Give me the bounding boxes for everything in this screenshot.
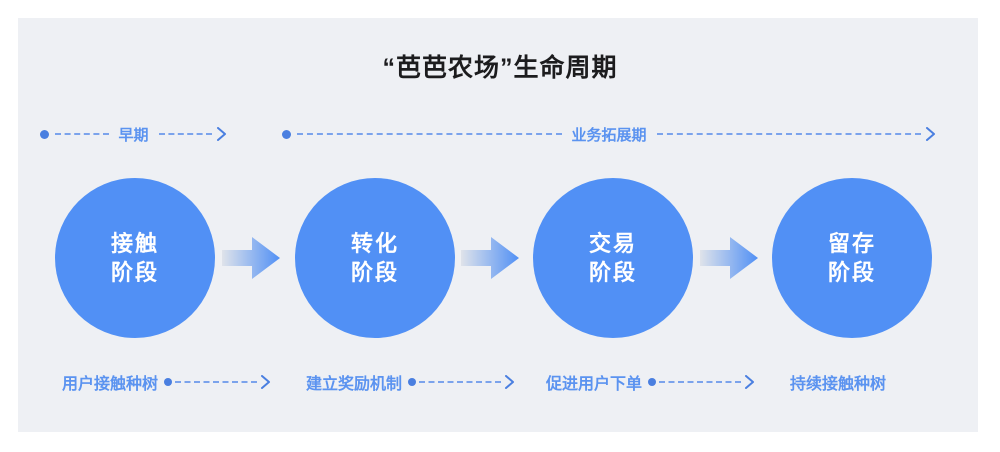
phase-dashed-line	[656, 133, 922, 135]
action-dashed-line	[419, 381, 502, 383]
stage-line-2: 阶段	[350, 260, 399, 285]
phase-dashed-line	[55, 133, 109, 135]
phase-start-dot	[282, 129, 291, 139]
stage-line-2: 阶段	[588, 260, 637, 285]
action-dashed-line	[175, 381, 258, 383]
action-label: 持续接触种树	[790, 376, 887, 393]
arrow-right-thick-icon	[700, 233, 758, 283]
phase-label: 业务拓展期	[571, 126, 647, 144]
stage-circle-contact[interactable]: 接触 阶段	[55, 178, 215, 338]
stage-row: 接触 阶段 转化 阶段	[0, 178, 1000, 340]
phase-start-dot	[40, 129, 49, 139]
action-item: 用户接触种树	[62, 368, 272, 396]
chevron-right-icon	[744, 375, 756, 389]
phase-band: 早期 业务拓展期	[0, 120, 1000, 148]
action-band: 用户接触种树 建立奖励机制 促进用户下单 持续接触种树	[0, 368, 1000, 396]
stage-line-2: 阶段	[827, 260, 876, 285]
action-item: 持续接触种树	[790, 368, 892, 396]
stage-circle-retention[interactable]: 留存 阶段	[772, 178, 932, 338]
arrow-right-thick-icon	[461, 233, 519, 283]
phase-business-expansion: 业务拓展期	[282, 120, 937, 148]
chevron-right-icon	[216, 127, 228, 141]
phase-dashed-line	[297, 133, 562, 135]
arrow-right-thick-icon	[222, 233, 280, 283]
phase-label: 早期	[118, 126, 149, 144]
action-item: 促进用户下单	[546, 368, 756, 396]
stage-line-1: 留存	[827, 230, 876, 256]
chevron-right-icon	[260, 375, 272, 389]
chevron-right-icon	[504, 375, 516, 389]
chevron-right-icon	[925, 127, 937, 141]
stage-circle-conversion[interactable]: 转化 阶段	[295, 178, 455, 338]
stage-line-1: 转化	[350, 230, 399, 256]
page-title: “芭芭农场”生命周期	[382, 54, 618, 82]
action-dot	[648, 378, 657, 386]
action-dot	[164, 378, 173, 386]
action-dot	[408, 378, 417, 386]
action-label: 促进用户下单	[546, 376, 643, 393]
phase-early: 早期	[40, 120, 228, 148]
action-dashed-line	[659, 381, 742, 383]
action-label: 建立奖励机制	[306, 376, 403, 393]
phase-dashed-line	[158, 133, 213, 135]
stage-line-1: 接触	[110, 230, 159, 256]
stage-circle-transaction[interactable]: 交易 阶段	[533, 178, 693, 338]
action-label: 用户接触种树	[62, 376, 159, 393]
action-item: 建立奖励机制	[306, 368, 516, 396]
stage-line-1: 交易	[588, 230, 637, 256]
stage-line-2: 阶段	[110, 260, 159, 285]
